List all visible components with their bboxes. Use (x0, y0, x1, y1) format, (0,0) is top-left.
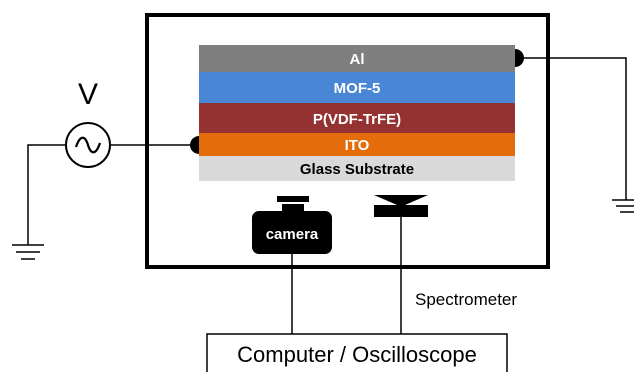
camera-body (252, 211, 332, 254)
spectrometer-label: Spectrometer (415, 290, 517, 309)
camera-label: camera (266, 226, 319, 243)
layer-mof5-label: MOF-5 (334, 80, 381, 97)
layer-glass (199, 156, 515, 181)
layer-pvdf (199, 103, 515, 133)
right-ground-icon (612, 199, 634, 213)
layer-stack: Al MOF-5 P(VDF-TrFE) ITO Glass Substrate (199, 45, 515, 181)
left-ground-wire (27, 144, 66, 245)
camera-lens-mid (282, 204, 304, 211)
sine-wave-icon (74, 136, 102, 154)
layer-pvdf-label: P(VDF-TrFE) (313, 111, 401, 128)
ito-contact-wire (110, 136, 199, 154)
layer-ito-label: ITO (345, 137, 370, 154)
layer-al-label: Al (350, 51, 365, 68)
layer-al (199, 45, 515, 72)
layer-glass-label: Glass Substrate (300, 161, 414, 178)
spectrometer-probe (374, 195, 428, 217)
camera-lens-top (277, 196, 309, 202)
al-contact-wire (515, 49, 627, 200)
voltage-label: V (78, 78, 98, 111)
layer-ito (199, 133, 515, 156)
camera: camera (252, 196, 332, 254)
computer-label: Computer / Oscilloscope (237, 342, 477, 367)
enclosure-box (145, 13, 550, 269)
spectrometer-probe-icon (374, 195, 428, 205)
left-ground-icon (12, 244, 44, 260)
computer-box (206, 333, 508, 372)
ac-source: V (65, 78, 111, 168)
layer-mof5 (199, 72, 515, 103)
